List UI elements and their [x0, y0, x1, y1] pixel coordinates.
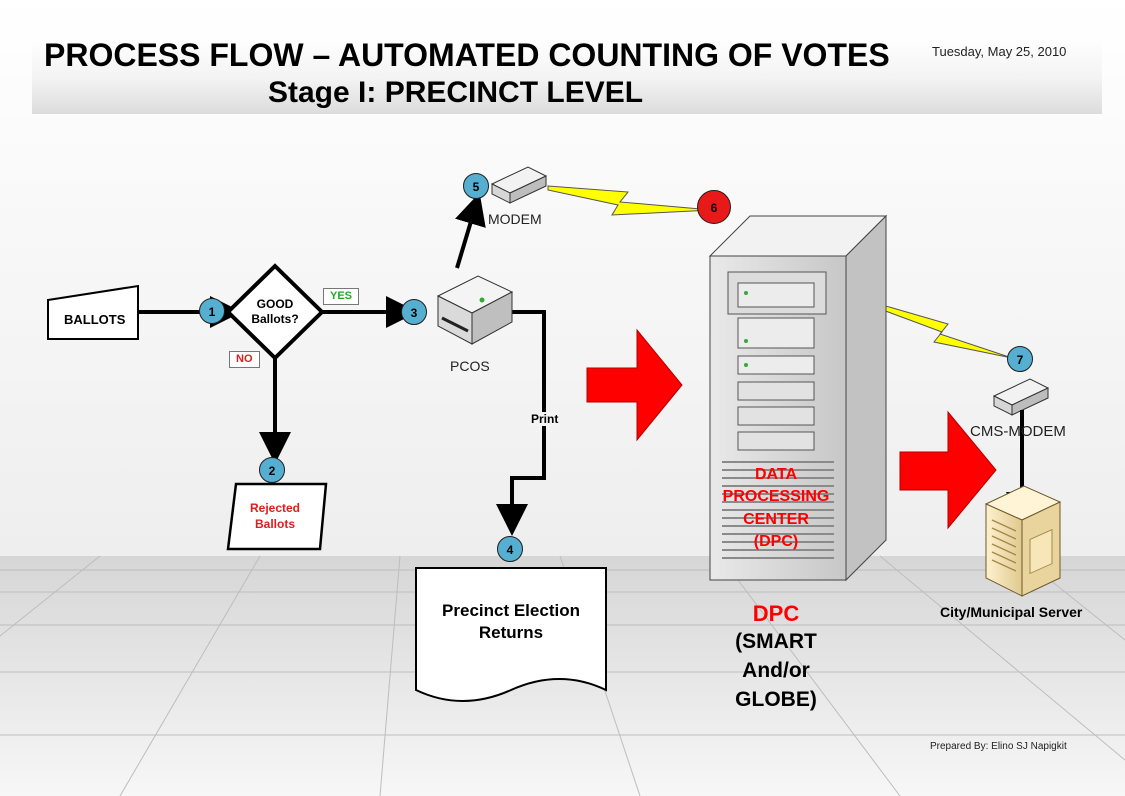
decision-label-line2: Ballots?: [251, 312, 299, 326]
connector-print: [496, 310, 546, 536]
red-arrow-to-city: [899, 410, 997, 530]
dpc-sub-line3: GLOBE): [735, 688, 817, 711]
step-3-badge: 3: [401, 299, 427, 325]
rejected-label-line2: Ballots: [254, 517, 295, 531]
rejected-label-line1: Rejected: [249, 501, 301, 515]
dpc-title: DPC: [752, 601, 800, 626]
dpc-server-label-line3: CENTER: [743, 511, 809, 528]
dpc-server-label-line4: (DPC): [753, 533, 799, 550]
title-band: [32, 36, 1102, 114]
cms-modem-icon: [992, 378, 1050, 416]
dpc-server-label-line2: PROCESSING: [722, 488, 830, 505]
print-label: Print: [530, 412, 560, 426]
pcos-label: PCOS: [450, 358, 490, 374]
no-flag: NO: [229, 351, 260, 368]
dpc-sub-line2: And/or: [742, 659, 810, 682]
step-4-badge: 4: [497, 536, 523, 562]
dpc-sub-line1: (SMART: [735, 630, 817, 653]
step-6-badge: 6: [697, 190, 731, 224]
page-title: PROCESS FLOW – AUTOMATED COUNTING OF VOT…: [44, 37, 890, 73]
red-arrow-to-dpc: [586, 328, 683, 442]
ballots-box: [47, 284, 139, 340]
step-5-badge: 5: [463, 173, 489, 199]
step-1-badge: 1: [199, 298, 225, 324]
prepared-by: Prepared By: Elino SJ Napigkit: [930, 741, 1067, 752]
step-7-badge: 7: [1007, 346, 1033, 372]
connector-pcos-modem: [455, 192, 486, 269]
decision-label-line1: GOOD: [256, 297, 294, 311]
returns-label-line2: Returns: [478, 623, 544, 642]
returns-document: [415, 567, 607, 702]
dpc-server-label-line1: DATA: [754, 466, 798, 483]
ballots-label: BALLOTS: [64, 312, 126, 327]
cms-modem-label: CMS-MODEM: [970, 423, 1066, 440]
modem-label: MODEM: [488, 211, 542, 227]
rejected-ballots-box: [226, 482, 328, 551]
step-2-badge: 2: [259, 457, 285, 483]
dpc-server-tower: [708, 214, 888, 582]
pcos-machine-icon: [436, 178, 514, 345]
city-server-label: City/Municipal Server: [940, 604, 1083, 620]
yes-flag: YES: [323, 288, 360, 305]
lightning-modem-dpc: [547, 185, 713, 216]
modem-icon: [490, 166, 548, 204]
returns-label-line1: Precinct Election: [442, 601, 580, 620]
page-subtitle: Stage I: PRECINCT LEVEL: [268, 76, 644, 109]
date-label: Tuesday, May 25, 2010: [932, 44, 1067, 59]
city-server-icon: [984, 485, 1062, 597]
